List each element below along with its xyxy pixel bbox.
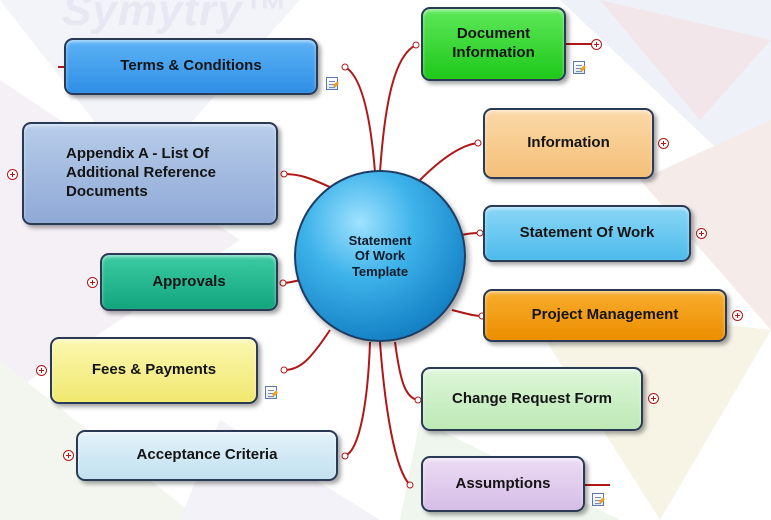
branch-fees (283, 329, 331, 371)
topic-assumptions[interactable]: Assumptions (421, 456, 585, 512)
expand-icon-project-management[interactable] (732, 310, 743, 321)
branch-appendix (283, 173, 333, 189)
topic-terms-conditions[interactable]: Terms & Conditions (64, 38, 318, 95)
topic-statement-of-work-label: Statement Of Work (519, 224, 655, 242)
branch-acceptance (344, 341, 371, 457)
topic-fees-payments-label: Fees & Payments (91, 361, 217, 379)
topic-terms-conditions-label: Terms & Conditions (120, 57, 262, 75)
topic-change-request-form[interactable]: Change Request Form (421, 367, 643, 431)
topic-appendix-a[interactable]: Appendix A - List Of Additional Referenc… (22, 122, 278, 225)
symytry-watermark: Symytry™ (62, 0, 288, 35)
note-icon-document-information[interactable] (573, 61, 585, 74)
topic-document-information[interactable]: Document Information (421, 7, 566, 81)
topic-acceptance-criteria-label: Acceptance Criteria (136, 446, 278, 464)
topic-acceptance-criteria[interactable]: Acceptance Criteria (76, 430, 338, 481)
connector-dots (279, 41, 486, 489)
topic-document-information-label: Document Information (452, 25, 535, 61)
expand-icon-fees[interactable] (36, 365, 47, 376)
expand-icon-statement-of-work[interactable] (696, 228, 707, 239)
topic-fees-payments[interactable]: Fees & Payments (50, 337, 258, 404)
branch-pm (451, 309, 483, 317)
central-topic[interactable]: Statement Of Work Template (294, 170, 466, 342)
topic-appendix-a-label: Appendix A - List Of Additional Referenc… (66, 145, 217, 200)
note-icon-assumptions[interactable] (592, 493, 604, 506)
topic-assumptions-label: Assumptions (455, 474, 551, 492)
topic-information[interactable]: Information (483, 108, 654, 179)
branch-assumptions (379, 341, 411, 486)
expand-icon-change-request[interactable] (648, 393, 659, 404)
note-icon-fees[interactable] (265, 386, 277, 399)
branch-docinfo (379, 44, 417, 173)
topic-project-management-label: Project Management (531, 306, 679, 324)
branch-terms (344, 66, 376, 173)
expand-icon-appendix[interactable] (7, 169, 18, 180)
note-icon-terms[interactable] (326, 77, 338, 90)
expand-icon-information[interactable] (658, 138, 669, 149)
topic-project-management[interactable]: Project Management (483, 289, 727, 342)
branch-information (419, 142, 479, 181)
expand-icon-acceptance[interactable] (63, 450, 74, 461)
expand-icon-document-information[interactable] (591, 39, 602, 50)
central-topic-label: Statement Of Work Template (348, 232, 412, 279)
expand-icon-approvals[interactable] (87, 277, 98, 288)
topic-approvals-label: Approvals (152, 272, 226, 290)
topic-information-label: Information (527, 134, 610, 152)
topic-statement-of-work[interactable]: Statement Of Work (483, 205, 691, 262)
branch-lines (58, 43, 610, 486)
topic-change-request-form-label: Change Request Form (451, 389, 613, 407)
branch-change (394, 341, 419, 401)
topic-approvals[interactable]: Approvals (100, 253, 278, 311)
